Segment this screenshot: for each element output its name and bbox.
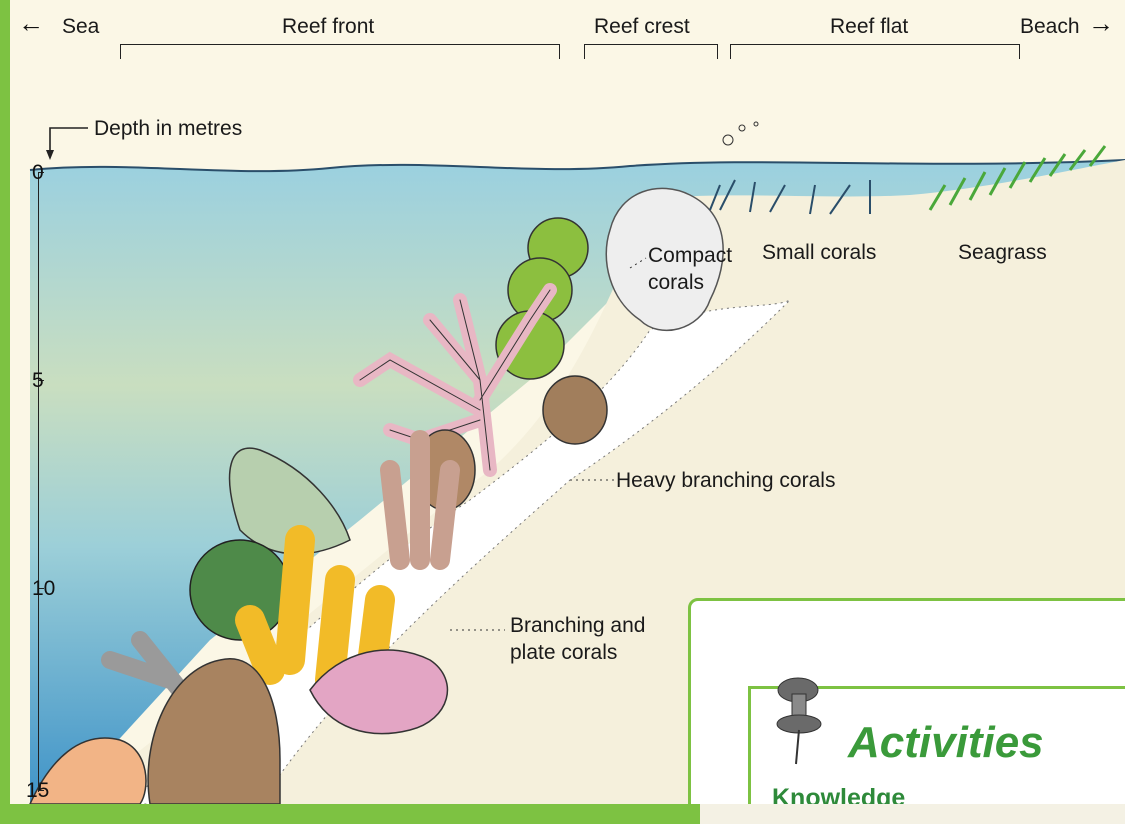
- arrow-right-icon: →: [1088, 10, 1114, 36]
- callout-branching-plate-corals: Branching and plate corals: [510, 612, 645, 667]
- bracket-reef-front: [120, 44, 560, 59]
- callout-heavy-branching-corals: Heavy branching corals: [616, 470, 835, 491]
- activities-title: Activities: [848, 718, 1044, 768]
- page-frame-left: [0, 0, 10, 824]
- depth-tick-label: 5: [32, 370, 44, 391]
- bracket-reef-crest: [584, 44, 718, 59]
- callout-small-corals: Small corals: [762, 242, 876, 263]
- depth-tick-label: 0: [32, 162, 44, 183]
- bracket-reef-flat: [730, 44, 1020, 59]
- zone-label-reef-flat: Reef flat: [830, 16, 908, 37]
- brown-compact-coral: [543, 376, 607, 444]
- callout-seagrass: Seagrass: [958, 242, 1047, 263]
- zone-label-beach: Beach: [1020, 16, 1080, 37]
- pushpin-icon: [768, 668, 838, 768]
- zone-label-reef-front: Reef front: [282, 16, 374, 37]
- arrow-left-icon: ←: [18, 10, 44, 36]
- reef-diagram: circle around the island he volcanic mou…: [10, 0, 1125, 804]
- depth-axis-title: Depth in metres: [94, 118, 242, 139]
- depth-title-leader: [50, 128, 88, 157]
- callout-compact-corals: Compact corals: [648, 242, 732, 297]
- depth-tick-label: 15: [26, 780, 49, 801]
- depth-axis: [38, 172, 39, 792]
- depth-tick-label: 10: [32, 578, 55, 599]
- page-frame-bottom: [0, 804, 700, 824]
- zone-label-reef-crest: Reef crest: [594, 16, 690, 37]
- activities-subtitle: Knowledge: [772, 784, 905, 804]
- zone-label-sea: Sea: [62, 16, 99, 37]
